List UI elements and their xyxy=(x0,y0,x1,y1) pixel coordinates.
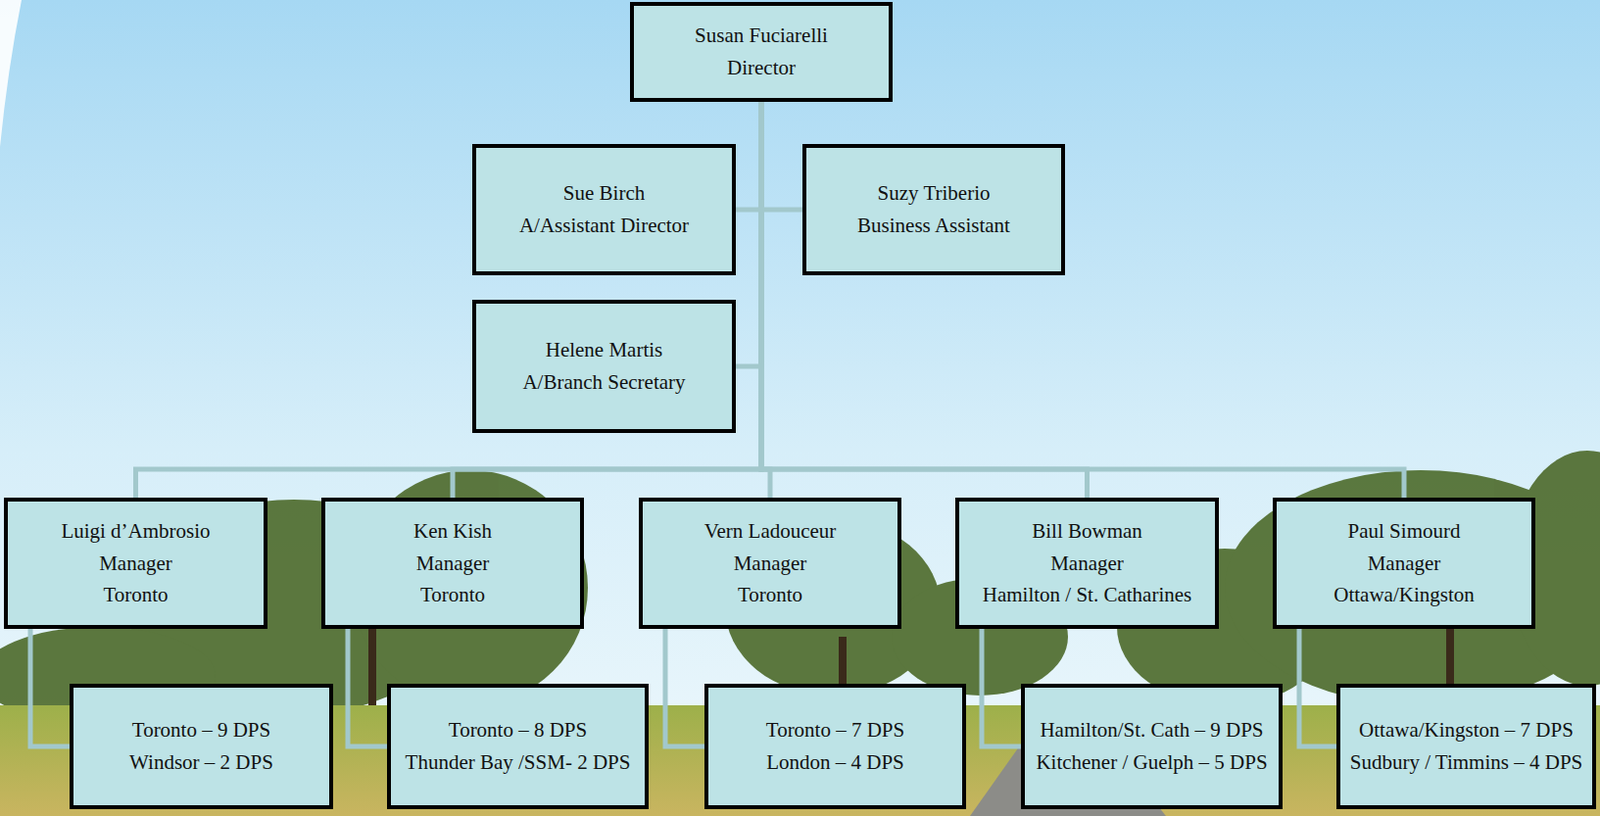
box-text: Ottawa/Kingston xyxy=(1333,579,1474,612)
office-box: Toronto – 7 DPS London – 4 DPS xyxy=(704,683,967,810)
box-text: Toronto – 7 DPS xyxy=(766,717,905,744)
box-text: Thunder Bay /SSM- 2 DPS xyxy=(405,749,631,776)
person-box: Bill BowmanManagerHamilton / St. Cathari… xyxy=(955,497,1219,630)
reporting-line xyxy=(452,101,762,498)
person-box: Vern LadouceurManagerToronto xyxy=(638,497,902,630)
box-text: Ken Kish xyxy=(413,515,492,548)
box-text: Toronto xyxy=(737,579,803,612)
box-text: Director xyxy=(727,51,796,85)
person-box: Luigi d’AmbrosioManagerToronto xyxy=(3,497,268,630)
reporting-line xyxy=(735,101,762,210)
box-text: Hamilton/St. Cath – 9 DPS xyxy=(1039,717,1263,744)
reporting-line xyxy=(30,629,70,747)
person-box: Helene MartisA/Branch Secretary xyxy=(472,299,736,434)
reporting-line xyxy=(761,101,1405,498)
office-box: Toronto – 8 DPS Thunder Bay /SSM- 2 DPS xyxy=(387,683,649,810)
box-text: Helene Martis xyxy=(545,334,664,367)
box-text: Manager xyxy=(1050,547,1124,581)
box-text: Business Assistant xyxy=(857,209,1011,243)
box-text: Sue Birch xyxy=(563,177,645,210)
person-box: Sue BirchA/Assistant Director xyxy=(472,144,736,276)
box-text: Hamilton / St. Catharines xyxy=(982,579,1192,612)
reporting-line xyxy=(1299,629,1337,747)
person-box: Suzy TriberioBusiness Assistant xyxy=(802,144,1066,276)
box-text: Luigi d’Ambrosio xyxy=(60,515,210,548)
reporting-line xyxy=(347,629,388,747)
box-text: Ottawa/Kingston – 7 DPS xyxy=(1358,717,1574,744)
box-text: London – 4 DPS xyxy=(766,749,905,776)
box-text: Manager xyxy=(98,547,173,581)
reporting-line xyxy=(981,629,1021,747)
box-text: Manager xyxy=(733,547,808,581)
box-text: Suzy Triberio xyxy=(877,177,991,210)
box-text: A/Assistant Director xyxy=(519,209,689,243)
box-text: Susan Fuciarelli xyxy=(694,19,828,52)
box-text: Toronto xyxy=(420,579,485,612)
office-box: Hamilton/St. Cath – 9 DPS Kitchener / Gue… xyxy=(1020,683,1283,810)
person-box: Paul SimourdManagerOttawa/Kingston xyxy=(1272,497,1536,630)
box-text: Manager xyxy=(1367,547,1442,581)
box-text: Manager xyxy=(416,547,490,581)
box-text: Toronto xyxy=(102,579,168,612)
page-curl xyxy=(0,0,22,147)
box-text: A/Branch Secretary xyxy=(522,366,685,399)
box-text: Windsor – 2 DPS xyxy=(129,749,274,776)
box-text: Sudbury / Timmins – 4 DPS xyxy=(1350,749,1584,776)
box-text: Bill Bowman xyxy=(1031,515,1143,548)
box-text: Paul Simourd xyxy=(1348,515,1461,548)
person-box: Susan FuciarelliDirector xyxy=(630,1,893,102)
office-box: Toronto – 9 DPS Windsor – 2 DPS xyxy=(69,683,334,810)
reporting-line xyxy=(761,101,803,210)
reporting-line xyxy=(136,101,763,498)
box-text: Toronto – 9 DPS xyxy=(132,717,271,744)
box-text: Toronto – 8 DPS xyxy=(448,717,587,744)
office-box: Ottawa/Kingston – 7 DPS Sudbury / Timmins… xyxy=(1336,683,1597,810)
reporting-line xyxy=(665,629,705,747)
box-text: Vern Ladouceur xyxy=(704,515,837,548)
reporting-line xyxy=(735,101,762,367)
person-box: Ken KishManagerToronto xyxy=(321,497,584,630)
box-text: Kitchener / Guelph – 5 DPS xyxy=(1035,749,1267,776)
reporting-line xyxy=(761,101,1088,498)
